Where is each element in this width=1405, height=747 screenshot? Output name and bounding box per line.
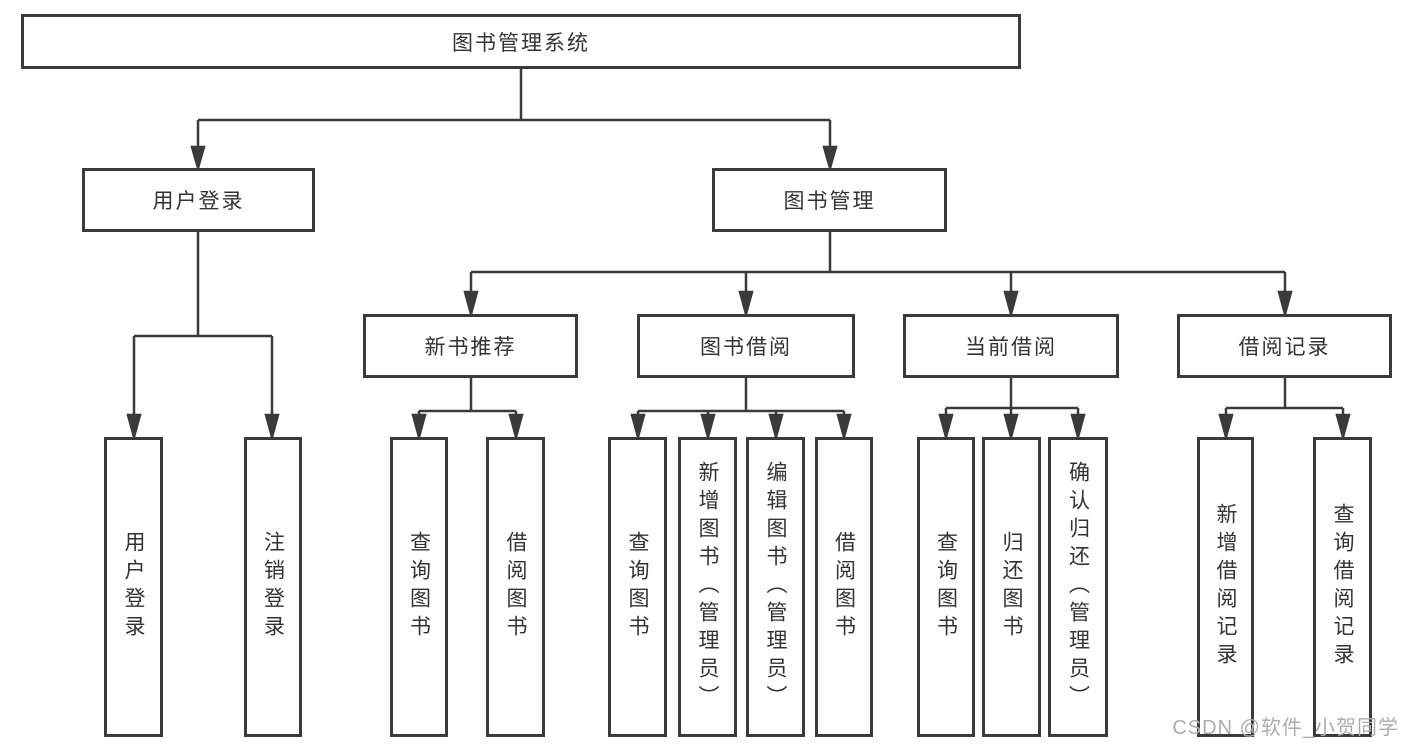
node-label: 当前借阅: [965, 336, 1057, 359]
node-book-management: 图书管理: [712, 168, 947, 232]
node-label: 图书管理: [783, 190, 876, 213]
connector-current-borrowing-children: [938, 378, 1086, 442]
leaf-borrow-books-borrowing: 借阅图书: [815, 437, 873, 737]
connector-borrowing-records-children: [1218, 378, 1351, 442]
leaf-query-borrow-record: 查询借阅记录: [1313, 437, 1372, 737]
leaf-add-book-admin: 新增图书（管理员）: [678, 437, 737, 737]
connector-user-login-children: [126, 232, 280, 442]
node-new-book-recommend: 新书推荐: [363, 314, 578, 378]
leaf-query-books-borrowing: 查询图书: [608, 437, 667, 737]
leaf-confirm-return-admin: 确认归还（管理员）: [1048, 437, 1108, 737]
node-user-login: 用户登录: [82, 168, 315, 232]
node-borrowing-records: 借阅记录: [1177, 314, 1392, 378]
node-book-borrowing: 图书借阅: [637, 314, 855, 378]
connector-new-book-recommend-children: [411, 378, 524, 442]
node-label: 用户登录: [122, 531, 145, 643]
node-current-borrowing: 当前借阅: [903, 314, 1119, 378]
node-label: 新增图书（管理员）: [696, 461, 719, 713]
node-label: 用户登录: [152, 190, 245, 213]
connector-book-management-children: [463, 232, 1293, 319]
node-label: 查询借阅记录: [1331, 503, 1354, 671]
connector-root-to-level2: [190, 69, 838, 173]
leaf-query-books-current: 查询图书: [917, 437, 975, 737]
node-label: 查询图书: [407, 531, 431, 643]
connector-book-borrowing-children: [630, 378, 852, 442]
csdn-watermark: CSDN @软件_小贺同学: [1172, 717, 1399, 739]
node-label: 编辑图书（管理员）: [764, 461, 787, 713]
node-library-management-system: 图书管理系统: [21, 14, 1021, 69]
node-label: 查询图书: [626, 531, 649, 643]
node-label: 注销登录: [261, 531, 285, 643]
leaf-user-login: 用户登录: [104, 437, 163, 737]
node-label: 图书管理系统: [452, 31, 590, 55]
node-label: 归还图书: [1000, 531, 1023, 643]
node-label: 借阅图书: [832, 531, 856, 643]
leaf-query-books-recommend: 查询图书: [390, 437, 448, 737]
node-label: 确认归还（管理员）: [1066, 461, 1090, 713]
leaf-add-borrow-record: 新增借阅记录: [1197, 437, 1254, 737]
node-label: 查询图书: [934, 531, 958, 643]
leaf-edit-book-admin: 编辑图书（管理员）: [746, 437, 805, 737]
node-label: 图书借阅: [700, 336, 792, 359]
node-label: 新增借阅记录: [1214, 503, 1237, 671]
leaf-borrow-books-recommend: 借阅图书: [486, 437, 545, 737]
node-label: 借阅图书: [504, 531, 527, 643]
node-label: 借阅记录: [1238, 336, 1331, 359]
leaf-return-book: 归还图书: [982, 437, 1041, 737]
leaf-logout-login: 注销登录: [244, 437, 302, 737]
node-label: 新书推荐: [424, 336, 517, 359]
